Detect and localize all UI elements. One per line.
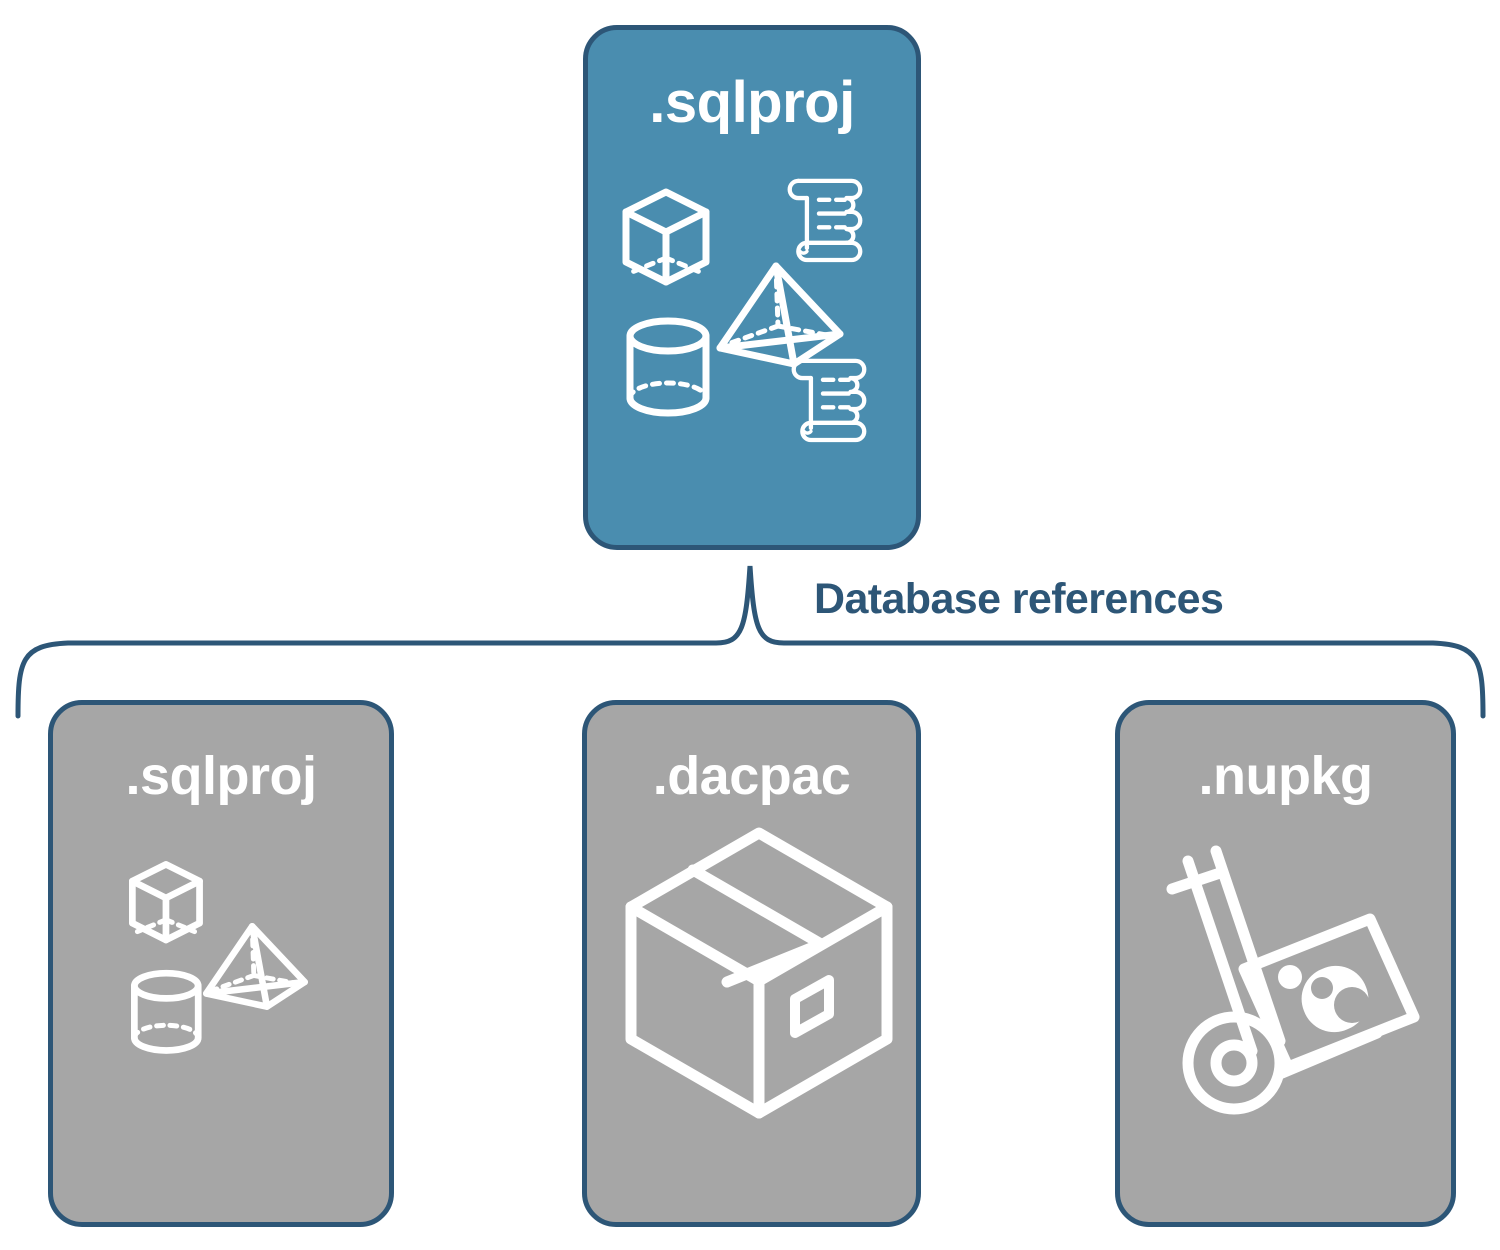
nuget-glyph-icon bbox=[1278, 965, 1369, 1033]
hand-truck-icon bbox=[1166, 845, 1420, 1115]
bracket-label: Database references bbox=[814, 575, 1224, 623]
scroll-icon-top bbox=[787, 178, 863, 263]
reference-card-title-dacpac: .dacpac bbox=[652, 746, 851, 806]
nuget-glyph-holes bbox=[1311, 977, 1370, 1023]
reference-card-sqlproj[interactable]: .sqlproj bbox=[48, 700, 394, 1227]
source-card-icon-cluster bbox=[622, 178, 867, 443]
pyramid-wireframe-icon bbox=[203, 923, 308, 1010]
scroll-icon-bottom bbox=[791, 358, 867, 443]
reference-card-title-nupkg: .nupkg bbox=[1198, 746, 1373, 806]
bracket-path bbox=[15, 565, 1486, 719]
cube-wireframe-icon bbox=[129, 861, 203, 944]
cylinder-wireframe-icon bbox=[626, 317, 710, 417]
reference-card-dacpac[interactable]: .dacpac bbox=[582, 700, 921, 1227]
source-card-sqlproj[interactable]: .sqlproj bbox=[583, 25, 921, 550]
reference-card-title-sqlproj: .sqlproj bbox=[125, 746, 317, 806]
source-card-title: .sqlproj bbox=[649, 70, 855, 135]
cube-wireframe-icon bbox=[622, 188, 710, 286]
pyramid-wireframe-icon bbox=[716, 262, 844, 368]
package-box-icon bbox=[625, 827, 893, 1119]
reference-card-nupkg[interactable]: .nupkg bbox=[1115, 700, 1456, 1227]
cylinder-wireframe-icon bbox=[131, 969, 202, 1054]
database-shapes-icon bbox=[129, 861, 308, 1054]
